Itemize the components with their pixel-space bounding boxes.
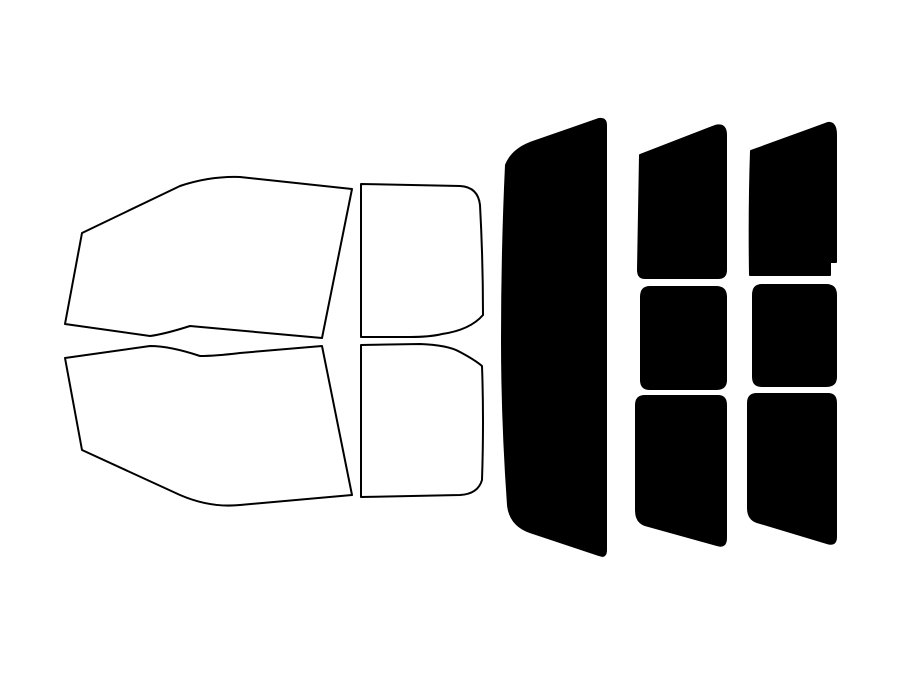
rear-door-window-upper-right [748, 121, 837, 276]
front-right-window [64, 345, 353, 507]
rear-door-window-upper-left [637, 124, 727, 279]
front-left-window [64, 175, 353, 339]
rear-door-window-lower-right [747, 393, 837, 545]
quarter-window-left [640, 286, 727, 390]
quarter-window-right [752, 284, 837, 387]
rear-left-window [360, 183, 484, 338]
rear-right-window [360, 343, 484, 498]
rear-windshield [501, 117, 607, 557]
rear-door-window-lower-left [635, 395, 727, 547]
